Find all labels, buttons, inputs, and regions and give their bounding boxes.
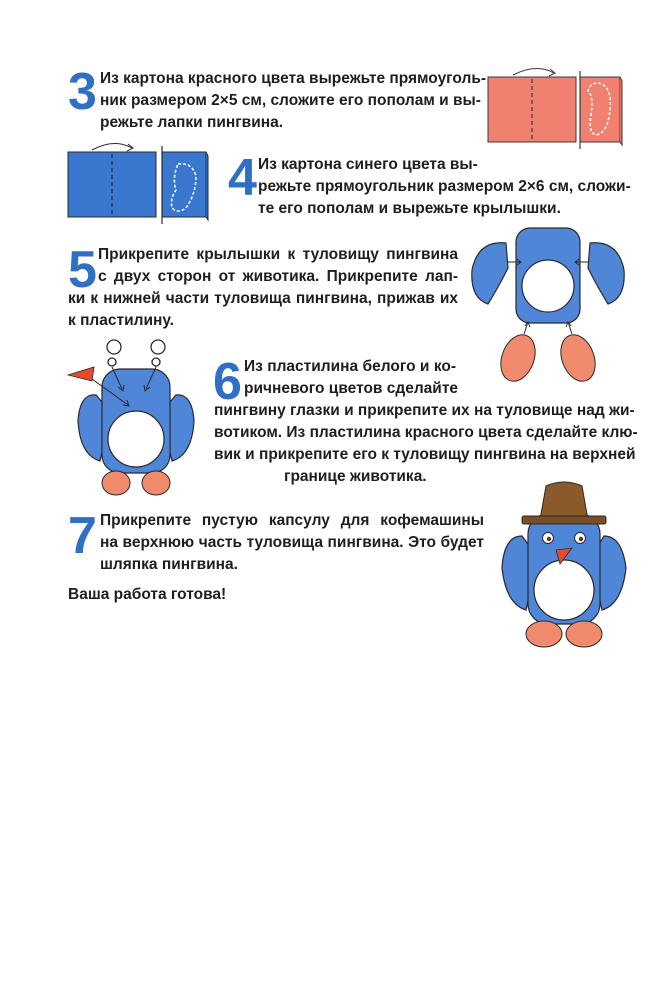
step-6-text: Из пластилина белого и ко- ричневого цве… — [214, 358, 638, 485]
final-note: Ваша работа готова! — [68, 586, 227, 603]
step-5-number: 5 — [68, 241, 97, 299]
step-7-number: 7 — [68, 507, 97, 565]
step-7-text: Прикрепите пустую капсулу для кофемашины… — [100, 512, 484, 573]
step-7-finished-penguin — [501, 481, 627, 648]
step-5-text: Прикрепите крылышки к туловищу пингвина … — [68, 246, 458, 329]
step-6-number: 6 — [213, 353, 242, 411]
step-4-number: 4 — [228, 149, 257, 207]
step-4-text: Из картона синего цвета вы- режьте прямо… — [258, 156, 631, 217]
step-5-penguin-assembly — [471, 227, 625, 382]
step-3-number: 3 — [68, 63, 97, 121]
step-3-text: Из картона красного цвета вырежьте прямо… — [100, 70, 487, 131]
step-6-penguin-face-assembly — [66, 339, 195, 496]
blue-card-folding-illustration — [67, 143, 209, 224]
red-card-folding-illustration — [487, 68, 623, 149]
